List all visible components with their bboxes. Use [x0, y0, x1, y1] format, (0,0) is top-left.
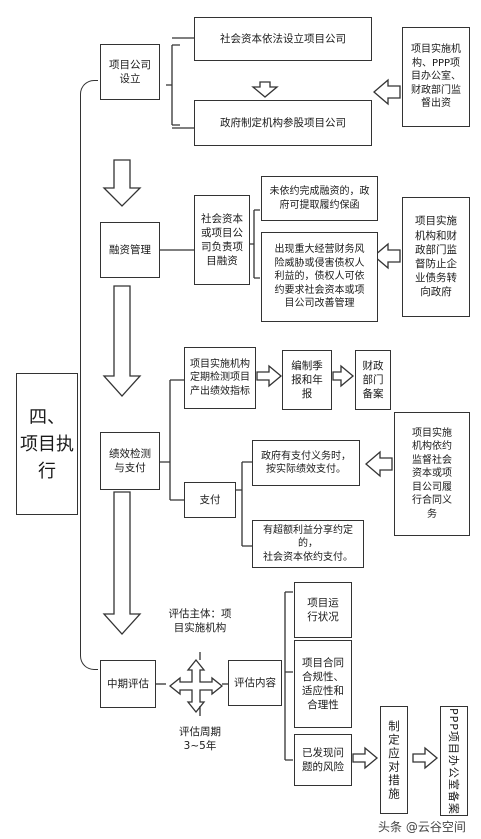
mid-ppp-record: PPP项目办公室备案: [440, 706, 468, 816]
section-setup: 项目公司 设立: [100, 44, 160, 100]
perf-report: 编制季 报和年 报: [282, 350, 332, 410]
mid-content: 评估内容: [228, 660, 282, 706]
cross-arrow: [168, 658, 224, 714]
perf-arrow-1: [256, 364, 283, 388]
section-title-box: 四、 项目执行: [16, 373, 78, 515]
financing-risk: 出现重大经营财务风 险威胁或侵害债权人 利益的，债权人可依 约要求社会资本或项 …: [261, 232, 378, 322]
mid-measures: 制定应对措施: [380, 706, 408, 814]
mid-subject: 评估主体：项 目实施机构: [162, 600, 238, 642]
down-arrow-2: [102, 285, 142, 397]
perf-payment: 支付: [184, 482, 236, 518]
setup-supervisor: 项目实施机 构、PPP项 目办公室、 财政部门监 督出资: [402, 27, 470, 127]
supervisor-arrow-1: [373, 78, 401, 106]
financing-guarantee: 未依约完成融资的，政 府可提取履约保函: [261, 176, 378, 221]
watermark: 头条 @云谷空间: [378, 820, 466, 834]
setup-gov-equity: 政府制定机构参股项目公司: [194, 100, 372, 146]
section-midterm: 中期评估: [100, 660, 156, 708]
mid-status: 项目运 行状况: [294, 582, 352, 638]
mid-risks: 已发现问 题的风险: [294, 734, 352, 786]
supervisor-arrow-2: [373, 242, 401, 270]
perf-finance-record: 财政 部门 备案: [355, 350, 391, 410]
perf-arrow-2: [332, 364, 355, 388]
mid-arrow-2: [412, 746, 439, 770]
perf-gov-pay: 政府有支付义务时， 按实际绩效支付。: [252, 440, 360, 486]
setup-down-arrow: [251, 81, 279, 98]
section-financing: 融资管理: [100, 222, 160, 278]
mid-arrow-1: [352, 746, 379, 770]
section-performance: 绩效检测 与支付: [100, 432, 160, 490]
perf-excess-profit: 有超额利益分享约定的， 社会资本依约支付。: [252, 520, 364, 568]
mid-period: 评估周期 3~5年: [168, 716, 232, 762]
setup-social-capital: 社会资本依法设立项目公司: [194, 17, 372, 61]
perf-monitor: 项目实施机构 定期检测项目 产出绩效指标: [184, 347, 256, 409]
down-arrow-3: [102, 491, 142, 635]
financing-responsible: 社会资本 或项目公 司负责项 目融资: [194, 195, 250, 285]
down-arrow-1: [102, 159, 142, 207]
financing-supervisor: 项目实施 机构和财 政部门监 督防止企 业债务转 向政府: [402, 197, 470, 317]
mid-compliance: 项目合同 合规性、 适应性和 合理性: [294, 640, 352, 728]
perf-supervisor: 项目实施 机构依约 监督社会 资本或项 目公司履 行合同义 务: [394, 412, 470, 536]
supervisor-arrow-3: [365, 450, 393, 478]
